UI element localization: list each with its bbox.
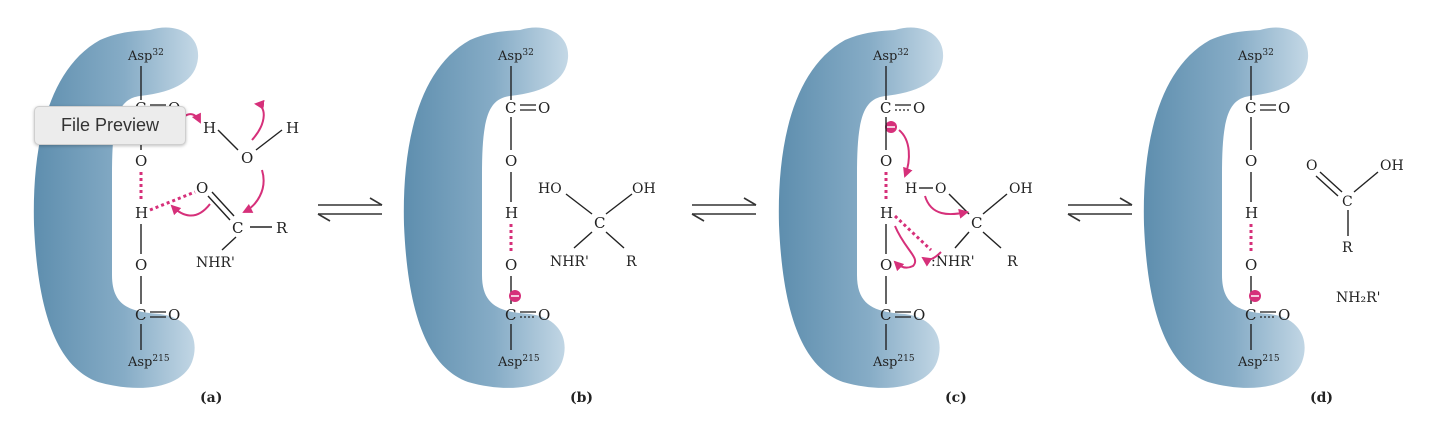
atom-label: O [1278, 99, 1290, 117]
atom-label: C [505, 306, 516, 324]
atom-label: O [505, 256, 517, 274]
atom-label: OH [632, 181, 656, 197]
panel-caption: (d) [1310, 390, 1333, 406]
atom-label: O [1306, 158, 1317, 174]
atom-label: O [880, 256, 892, 274]
atom-label: C [1245, 99, 1256, 117]
file-preview-tooltip: File Preview [34, 106, 186, 145]
bond [207, 195, 231, 221]
atom-label: O [538, 306, 550, 324]
atom-label: O [1245, 256, 1257, 274]
bond [255, 129, 283, 151]
panel-caption: (a) [200, 390, 222, 406]
atom-label: H [505, 204, 518, 222]
atom-label: R [626, 254, 637, 270]
atom-label: NHR' [550, 254, 589, 270]
bond [221, 236, 237, 251]
atom-label: C [1245, 306, 1256, 324]
atom-label: C [1342, 194, 1353, 210]
asp-bottom-label: Asp215 [1237, 354, 1280, 370]
asp-bottom-label: Asp215 [872, 354, 915, 370]
atom-label: H [880, 204, 893, 222]
atom-label: O [135, 256, 147, 274]
atom-label: C [880, 99, 891, 117]
curved-arrow [251, 99, 265, 141]
panel-c: Asp32 C O O H O C O Asp215 H O OH C :NHR… [778, 27, 1033, 406]
atom-label: O [913, 99, 925, 117]
atom-label: O [196, 179, 208, 197]
equilibrium-arrow [1067, 197, 1133, 222]
atom-label: NHR' [196, 255, 235, 271]
h-bond [149, 190, 196, 212]
enzyme-shape [403, 27, 569, 388]
curved-arrow [242, 169, 265, 213]
atom-label: NH₂R' [1336, 290, 1380, 306]
atom-label: O [1245, 152, 1257, 170]
atom-label: C [135, 306, 146, 324]
atom-label: HO [538, 181, 562, 197]
atom-label: O [880, 152, 892, 170]
panel-a: Asp32 C O O H O C O Asp215 H H O O C R N… [33, 27, 299, 406]
atom-label: H [286, 119, 299, 137]
atom-label: O [168, 306, 180, 324]
bond [211, 191, 235, 217]
asp-top-label: Asp32 [127, 48, 164, 64]
curved-arrow [898, 129, 913, 178]
atom-label: R [276, 219, 288, 237]
atom-label: OH [1380, 158, 1404, 174]
h-bond [893, 214, 933, 252]
bond [217, 129, 239, 151]
equilibrium-arrow [691, 197, 757, 222]
atom-label: C [594, 214, 605, 232]
asp-top-label: Asp32 [872, 48, 909, 64]
curved-arrow [170, 203, 211, 217]
atom-label: H [135, 204, 148, 222]
atom-label: O [935, 181, 946, 197]
curved-arrow [924, 195, 969, 219]
curved-arrow [921, 251, 942, 267]
atom-label: H [1245, 204, 1258, 222]
atom-label: C [232, 219, 243, 237]
atom-label: O [505, 152, 517, 170]
curved-arrow [893, 225, 916, 272]
atom-label: R [1007, 254, 1018, 270]
atom-label: O [913, 306, 925, 324]
equilibrium-arrow [317, 197, 383, 222]
atom-label: O [1278, 306, 1290, 324]
atom-label: OH [1009, 181, 1033, 197]
asp-bottom-label: Asp215 [127, 354, 170, 370]
atom-label: O [241, 149, 253, 167]
atom-label: C [505, 99, 516, 117]
atom-label: H [203, 119, 216, 137]
atom-label: C [880, 306, 891, 324]
asp-top-label: Asp32 [497, 48, 534, 64]
atom-label: :NHR' [931, 254, 975, 270]
panel-b: Asp32 C O O H O C O Asp215 HO OH C NHR' … [403, 27, 656, 406]
atom-label: O [538, 99, 550, 117]
asp-bottom-label: Asp215 [497, 354, 540, 370]
atom-label: R [1342, 240, 1353, 256]
panel-caption: (b) [570, 390, 593, 406]
enzyme-shape [1143, 27, 1309, 388]
asp-top-label: Asp32 [1237, 48, 1274, 64]
enzyme-shape [778, 27, 944, 388]
panel-d: Asp32 C O O H O C O Asp215 O OH C R NH₂R… [1143, 27, 1404, 406]
atom-label: C [971, 214, 982, 232]
atom-label: O [135, 152, 147, 170]
panel-caption: (c) [945, 390, 967, 406]
atom-label: H [905, 181, 917, 197]
